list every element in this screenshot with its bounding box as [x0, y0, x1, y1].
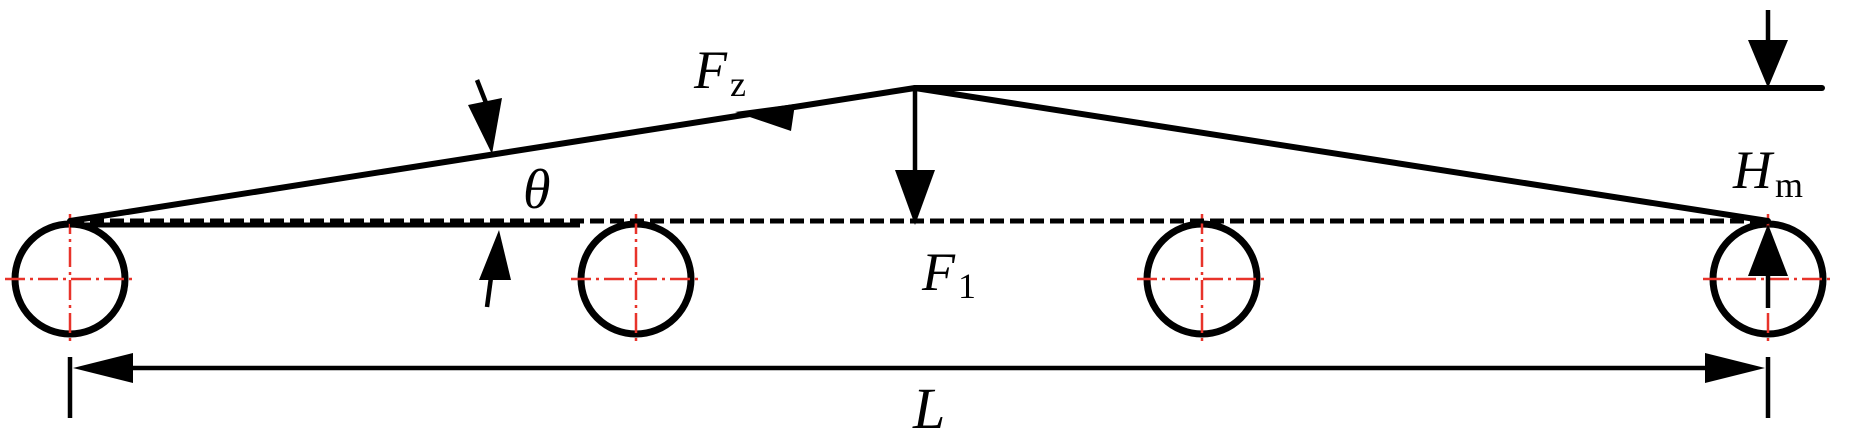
height-label: Hm [1732, 140, 1803, 205]
roller-2 [571, 214, 701, 344]
length-arrowhead-left [73, 353, 133, 383]
force-z-label: Fz [693, 40, 746, 104]
angle-label: θ [523, 159, 551, 221]
length-arrowhead-right [1705, 353, 1765, 383]
height-arrow-top-head [1748, 40, 1788, 88]
force-1-label: F1 [921, 242, 976, 306]
length-label: L [912, 376, 945, 441]
angle-arrow-top-head [468, 98, 502, 154]
height-arrow-bottom-head [1748, 224, 1788, 276]
roller-3 [1137, 214, 1267, 344]
roller-1 [5, 214, 135, 344]
angle-arrow-bottom-head [479, 230, 511, 280]
belt-right-segment [912, 85, 1771, 224]
force-z-arrowhead [735, 104, 795, 131]
force-1-arrowhead [895, 170, 935, 225]
